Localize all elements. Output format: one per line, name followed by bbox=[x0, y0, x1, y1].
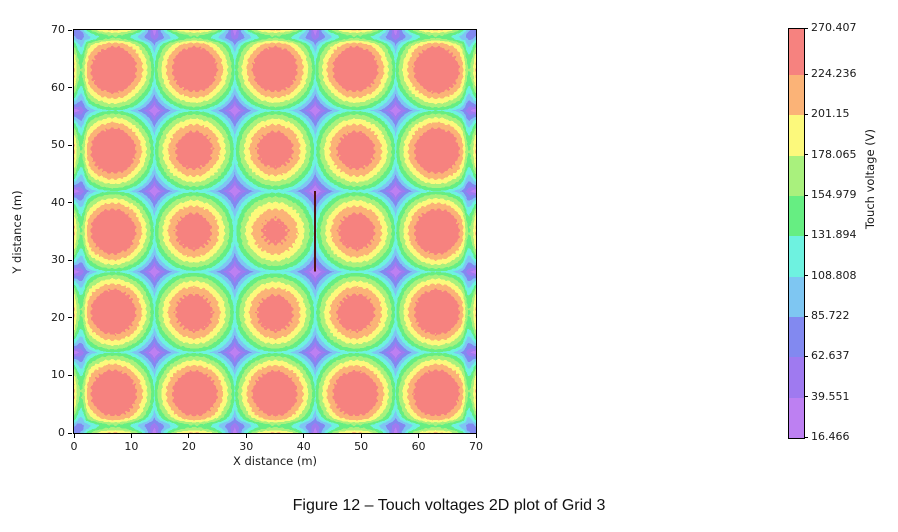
figure-caption: Figure 12 – Touch voltages 2D plot of Gr… bbox=[292, 497, 606, 514]
colorbar-segment bbox=[789, 155, 804, 196]
y-tick-label: 70 bbox=[51, 23, 65, 36]
y-tick-mark bbox=[68, 432, 72, 434]
colorbar-tick-label: 108.808 bbox=[811, 268, 857, 282]
x-tick-mark bbox=[303, 434, 305, 438]
y-tick-mark bbox=[68, 374, 72, 376]
colorbar-tick-label: 131.894 bbox=[811, 228, 857, 242]
plot-area bbox=[73, 29, 477, 434]
colorbar-tick-mark bbox=[804, 154, 808, 156]
colorbar bbox=[788, 28, 805, 439]
colorbar-tick-mark bbox=[804, 355, 808, 357]
x-tick-label: 70 bbox=[469, 440, 483, 453]
x-tick-mark bbox=[418, 434, 420, 438]
colorbar-tick-label: 154.979 bbox=[811, 188, 857, 201]
colorbar-tick-mark bbox=[804, 113, 808, 115]
colorbar-tick-mark bbox=[804, 73, 808, 75]
colorbar-tick-label: 270.407 bbox=[811, 21, 857, 34]
x-tick-label: 0 bbox=[70, 440, 78, 453]
x-tick-label: 60 bbox=[411, 440, 426, 453]
colorbar-segment bbox=[789, 236, 804, 277]
x-tick-mark bbox=[188, 434, 190, 438]
colorbar-tick-label: 224.236 bbox=[811, 67, 857, 80]
colorbar-segment bbox=[789, 29, 804, 75]
y-tick-label: 0 bbox=[58, 426, 65, 439]
x-tick-label: 50 bbox=[354, 440, 369, 453]
colorbar-tick-label: 62.637 bbox=[811, 349, 850, 363]
colorbar-tick-mark bbox=[804, 396, 808, 398]
y-axis-label: Y distance (m) bbox=[10, 190, 24, 274]
x-tick-label: 30 bbox=[239, 440, 254, 453]
colorbar-tick-mark bbox=[804, 234, 808, 236]
colorbar-segment bbox=[789, 196, 804, 237]
colorbar-segment bbox=[789, 75, 804, 116]
colorbar-tick-label: 178.065 bbox=[811, 147, 857, 161]
x-tick-label: 40 bbox=[296, 440, 311, 453]
colorbar-segment bbox=[789, 276, 804, 317]
colorbar-segment bbox=[789, 357, 804, 398]
colorbar-tick-label: 201.15 bbox=[811, 107, 850, 121]
y-tick-label: 20 bbox=[51, 310, 65, 324]
y-tick-mark bbox=[68, 29, 72, 31]
colorbar-segment bbox=[789, 115, 804, 156]
colorbar-axis-label: Touch voltage (V) bbox=[863, 128, 877, 230]
colorbar-tick-mark bbox=[804, 194, 808, 196]
colorbar-tick-label: 39.551 bbox=[811, 389, 850, 403]
y-tick-label: 60 bbox=[51, 80, 65, 94]
y-tick-mark bbox=[68, 144, 72, 146]
y-tick-label: 50 bbox=[51, 138, 65, 152]
colorbar-tick-mark bbox=[804, 275, 808, 277]
colorbar-segment bbox=[789, 397, 804, 438]
colorbar-tick-mark bbox=[804, 436, 808, 438]
colorbar-segment bbox=[789, 317, 804, 358]
y-tick-mark bbox=[68, 202, 72, 204]
y-tick-label: 40 bbox=[51, 195, 65, 209]
y-tick-label: 30 bbox=[51, 253, 65, 267]
x-tick-label: 20 bbox=[181, 440, 196, 453]
colorbar-tick-mark bbox=[804, 315, 808, 317]
y-tick-mark bbox=[68, 259, 72, 261]
colorbar-tick-mark bbox=[804, 27, 808, 29]
contour-plot-canvas bbox=[74, 30, 476, 433]
colorbar-tick-label: 85.722 bbox=[811, 309, 850, 322]
x-tick-mark bbox=[73, 434, 75, 438]
x-tick-mark bbox=[475, 434, 477, 438]
y-tick-mark bbox=[68, 87, 72, 89]
colorbar-tick-label: 16.466 bbox=[811, 430, 850, 443]
x-tick-mark bbox=[360, 434, 362, 438]
y-tick-mark bbox=[68, 317, 72, 319]
x-tick-mark bbox=[245, 434, 247, 438]
x-tick-mark bbox=[130, 434, 132, 438]
x-tick-label: 10 bbox=[124, 440, 139, 453]
x-axis-label: X distance (m) bbox=[232, 454, 318, 468]
y-tick-label: 10 bbox=[51, 368, 65, 382]
